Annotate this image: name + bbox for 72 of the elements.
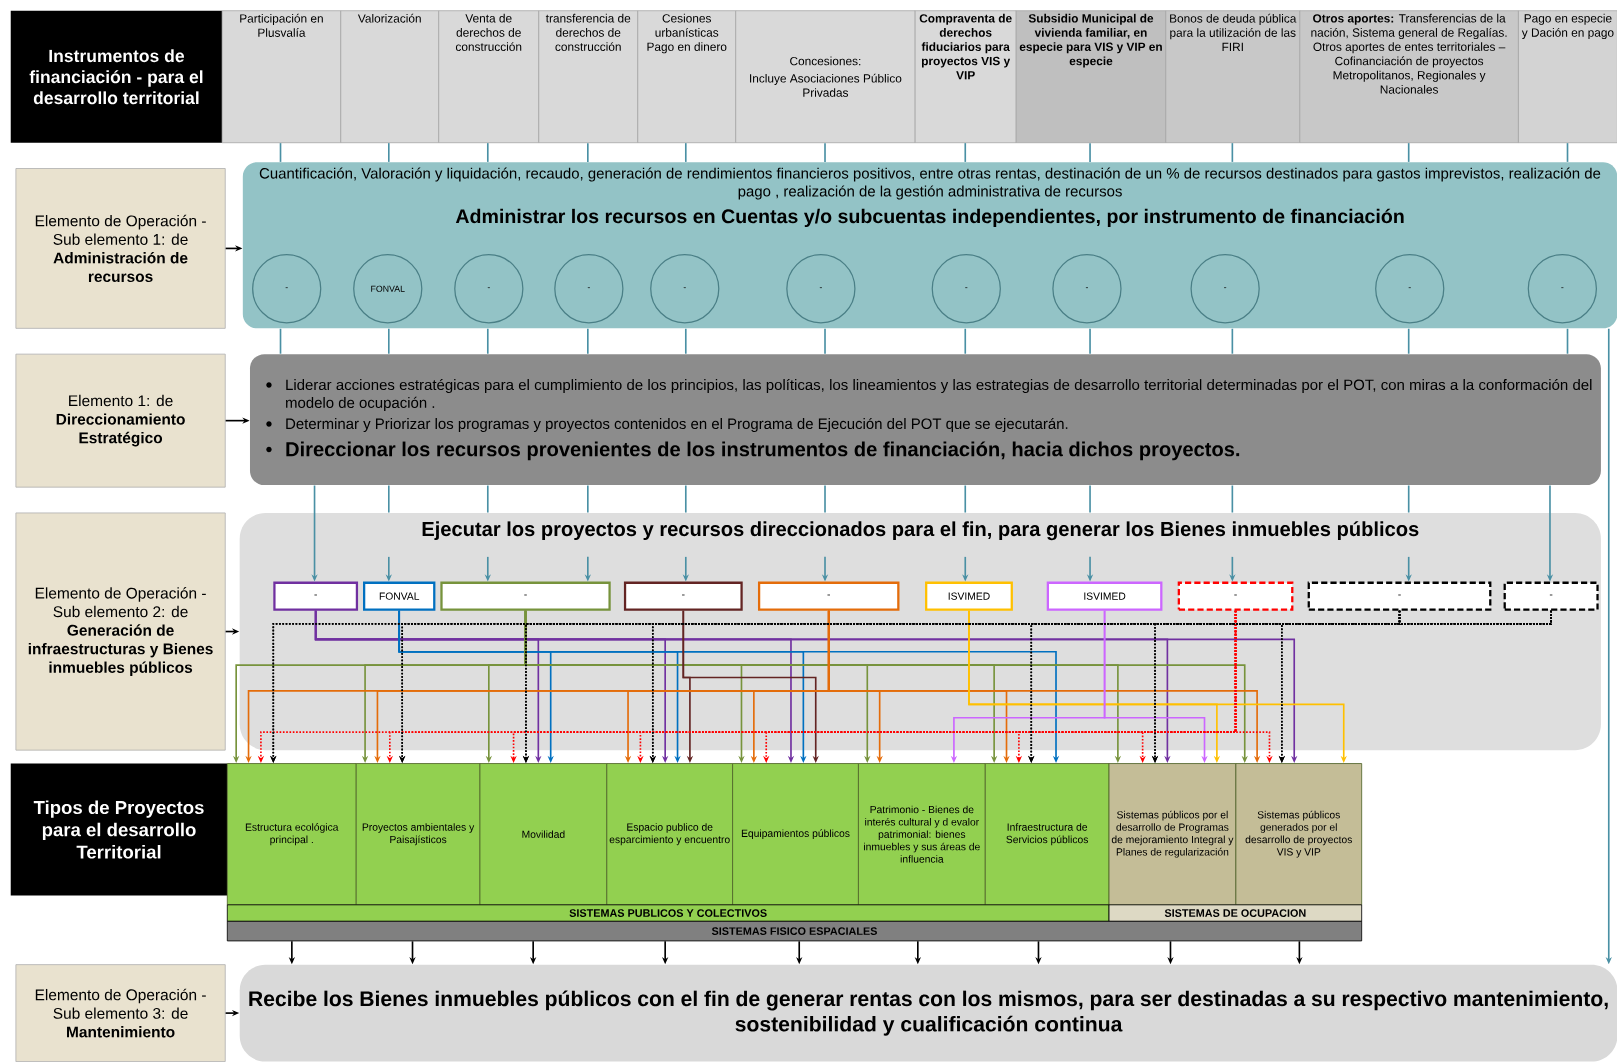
connector-line <box>1089 142 1091 163</box>
project-cell: Infraestructura de Servicios públicos <box>984 763 1110 906</box>
connector-line <box>486 142 489 163</box>
instrument-cell: Subsidio Municipal de vivienda familiar, en especie para VIS y VIP en especie <box>1015 10 1167 144</box>
entity-box: ISVIMED <box>1046 581 1163 611</box>
connector-line <box>587 142 589 163</box>
instrument-cell: Compraventa de derechos fiduciarios para proyectos VIS y VIP <box>914 10 1017 144</box>
entity-box: - <box>273 581 359 611</box>
header-cell: Tipos de Proyectos para el desarrollo Territorial <box>10 763 228 896</box>
connector-line <box>824 484 826 514</box>
entity-box: ISVIMED <box>925 581 1013 611</box>
connector-line <box>1407 484 1410 514</box>
connector-line <box>387 484 390 514</box>
connector-line <box>486 327 489 355</box>
connector-line <box>587 484 589 514</box>
project-cell: Equipamientos públicos <box>732 763 859 906</box>
system-bar: SISTEMAS DE OCUPACION <box>1108 904 1363 922</box>
instrument-cell: Cesiones urbanísticas Pago en dinero <box>637 10 737 144</box>
instrument-cell: Concesiones: Incluye Asociaciones Público Privadas <box>735 10 916 144</box>
connector-line <box>964 142 967 163</box>
entity-box: - <box>440 581 611 611</box>
connector-line <box>1407 142 1410 163</box>
connector-line <box>1407 327 1410 355</box>
connector-line <box>824 327 826 355</box>
connector-line <box>684 484 687 514</box>
system-bar: SISTEMAS FISICO ESPACIALES <box>226 920 1363 942</box>
connector-line <box>824 142 826 163</box>
project-cell: Movilidad <box>479 763 608 906</box>
connector-line <box>1566 327 1569 355</box>
project-cell: Espacio publico de esparcimiento y encuentro <box>606 763 733 906</box>
entity-box: - <box>757 581 900 611</box>
connector-line <box>964 484 967 514</box>
instrument-cell: transferencia de derechos de construcción <box>538 10 639 144</box>
instrument-cell: Valorización <box>340 10 440 144</box>
process-band: Liderar acciones estratégicas para el cumplimiento de los principios, las políticas, los lineamientos y las estrategias de desarrollo territorial determinadas por el POT, con miras a la conformación del modelo de ocupación . Determinar y Priorizar los programas y proyectos contenidos en el Programa de Ejecución del POT que se ejecutarán. Direccionar los recursos provenientes de los instrumentos de financiación, hacia dichos proyectos. <box>250 354 1601 485</box>
process-band: Recibe los Bienes inmuebles públicos con el fin de generar rentas con los mismos, para ser destinadas a su respectivo mantenimiento, sostenibilidad y cualificación continua <box>239 964 1617 1062</box>
connector-line <box>279 142 282 163</box>
project-cell: Patrimonio - Bienes de interés cultural y d evalor patrimonial: bienes inmuebles y sus áreas de influencia <box>858 763 986 906</box>
connector-line <box>587 327 589 355</box>
entity-box: - <box>623 581 743 611</box>
connector-line <box>387 142 390 163</box>
instrument-cell: Participación en Plusvalía <box>221 10 342 144</box>
element-label-box: Elemento de Operación - Sub elemento 3: de Mantenimiento <box>15 964 226 1062</box>
entity-box: FONVAL <box>363 581 436 611</box>
instrument-cell: Otros aportes: Transferencias de la nación, Sistema general de Regalías. Otros aportes de entes territoriales – Cofinanciación de proyectos Metropolitanos, Regionales y Nacionales <box>1299 10 1519 144</box>
project-cell: Sistemas públicos por el desarrollo de Programas de mejoramiento Integral y Planes de regularización <box>1108 763 1237 906</box>
instrument-cell: Venta de derechos de construcción <box>438 10 540 144</box>
element-label-box: Elemento de Operación - Sub elemento 2: de Generación de infraestructuras y Bienes inmuebles públicos <box>15 512 226 751</box>
entity-box: - <box>1307 581 1492 611</box>
connector-line <box>964 327 967 355</box>
system-bar: SISTEMAS PUBLICOS Y COLECTIVOS <box>226 904 1110 922</box>
header-cell: Instrumentos de financiación - para el desarrollo territorial <box>10 10 223 143</box>
connector-line <box>387 327 390 355</box>
connector-line <box>1089 484 1091 514</box>
element-label-box: Elemento de Operación - Sub elemento 1: de Administración de recursos <box>15 168 226 329</box>
connector-line <box>1089 327 1091 355</box>
instrument-cell: Pago en especie y Dación en pago <box>1518 10 1617 144</box>
connector-line <box>1231 142 1234 163</box>
connector-line <box>684 142 687 163</box>
project-cell: Proyectos ambientales y Paisajísticos <box>355 763 481 906</box>
entity-box: - <box>1177 581 1294 611</box>
instrument-cell: Bonos de deuda pública para la utilización de las FIRI <box>1165 10 1301 144</box>
project-cell: Estructura ecológica principal . <box>226 763 357 906</box>
entity-box: - <box>1503 581 1599 611</box>
element-label-box: Elemento 1: de Direccionamiento Estratégico <box>15 353 226 488</box>
connector-line <box>1231 327 1234 355</box>
connector-line <box>1566 142 1569 163</box>
connector-line <box>279 327 282 355</box>
connector-line <box>486 484 489 514</box>
project-cell: Sistemas públicos generados por el desarrollo de proyectos VIS y VIP <box>1235 763 1363 906</box>
connector-line <box>684 327 687 355</box>
connector-line <box>1231 484 1234 514</box>
